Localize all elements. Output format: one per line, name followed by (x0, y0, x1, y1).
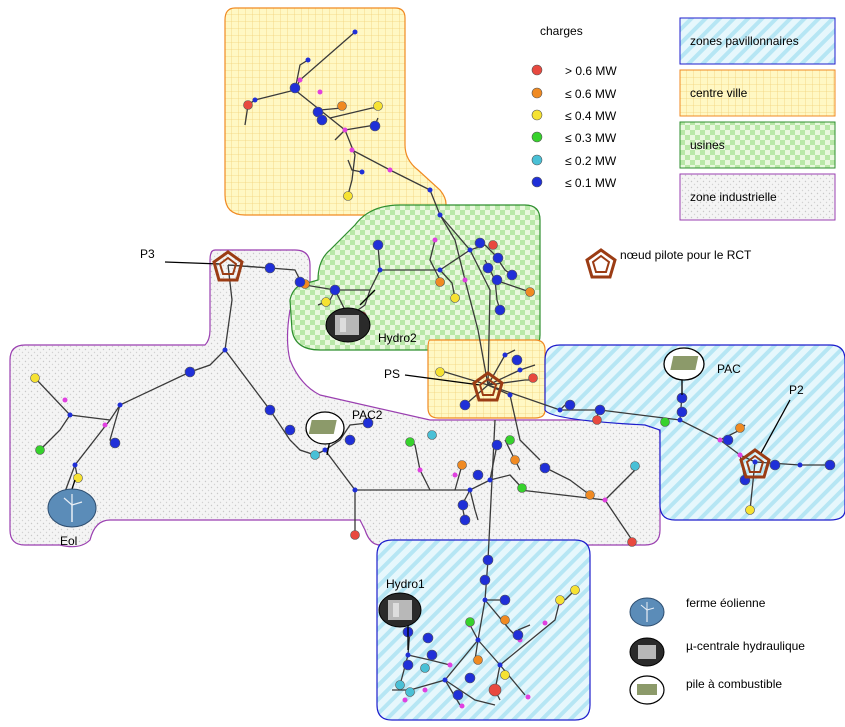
legend-sources: ferme éolienne µ-centrale hydraulique pi… (629, 596, 805, 705)
legend-swatch-le02 (531, 154, 543, 166)
wind-farm-icon (629, 597, 665, 627)
label-pac: PAC (717, 362, 741, 376)
load-nodes (30, 82, 836, 701)
legend-charge-label: ≤ 0.3 MW (565, 131, 617, 145)
pilot-node-p2 (739, 448, 771, 479)
hydro-icon (378, 592, 422, 628)
legend-source-label: µ-centrale hydraulique (686, 639, 805, 653)
legend-swatch-le06 (531, 87, 543, 99)
legend-zone-label: zone industrielle (690, 190, 777, 204)
label-pac2: PAC2 (352, 408, 383, 422)
zone-industrielle-west (9, 249, 661, 548)
legend-charge-label: ≤ 0.1 MW (565, 176, 617, 190)
wind-farm-icon (47, 488, 97, 528)
pilot-node-ps (472, 371, 504, 402)
label-hydro2: Hydro2 (378, 331, 417, 345)
small-nodes (67, 29, 803, 683)
legend-zone-swatch-pavillonnaires (679, 17, 836, 65)
legend-zone-label: zones pavillonnaires (690, 34, 799, 48)
hydro-icon (325, 307, 371, 343)
legend-zone-label: usines (690, 138, 725, 152)
label-eol: Eol (60, 534, 77, 548)
fuel-cell-icon (629, 675, 665, 705)
legend-zone-swatch-centre-ville (679, 69, 836, 117)
zone-pavillonnaire-south (376, 539, 591, 721)
label-p2: P2 (789, 383, 804, 397)
label-ps: PS (384, 367, 400, 381)
legend-charges-title: charges (540, 24, 583, 38)
legend-swatch-le03 (531, 131, 543, 143)
small-junctions (62, 77, 743, 709)
legend-charge-label: ≤ 0.6 MW (565, 87, 617, 101)
legend-swatch-le01 (531, 176, 543, 188)
pilot-node-p3 (212, 250, 244, 282)
legend-pilot: nœud pilote pour le RCT (585, 248, 752, 279)
pilot-node-icon (585, 248, 617, 279)
hydro-icon (629, 637, 665, 667)
legend-pilot-label: nœud pilote pour le RCT (620, 248, 752, 262)
legend-zone-swatch-industrielle (679, 173, 836, 221)
label-hydro1: Hydro1 (386, 577, 425, 591)
zone-centre-ville-north (224, 7, 447, 216)
label-p3: P3 (140, 247, 155, 261)
legend-charge-label: > 0.6 MW (565, 64, 617, 78)
legend-charge-label: ≤ 0.2 MW (565, 154, 617, 168)
legend-swatch-le04 (531, 109, 543, 121)
legend-swatch-gt06 (531, 64, 543, 76)
legend-charge-label: ≤ 0.4 MW (565, 109, 617, 123)
legend-source-label: pile à combustible (686, 677, 782, 691)
legend-zone-swatch-usines (679, 121, 836, 169)
legend-source-label: ferme éolienne (686, 596, 766, 610)
fuel-cell-icon (305, 411, 345, 445)
legend-zones: zones pavillonnaires centre ville usines… (679, 17, 836, 221)
legend-zone-label: centre ville (690, 86, 748, 100)
legend-charges: charges > 0.6 MW ≤ 0.6 MW ≤ 0.4 MW ≤ 0.3… (531, 24, 617, 190)
fuel-cell-icon (663, 347, 705, 381)
